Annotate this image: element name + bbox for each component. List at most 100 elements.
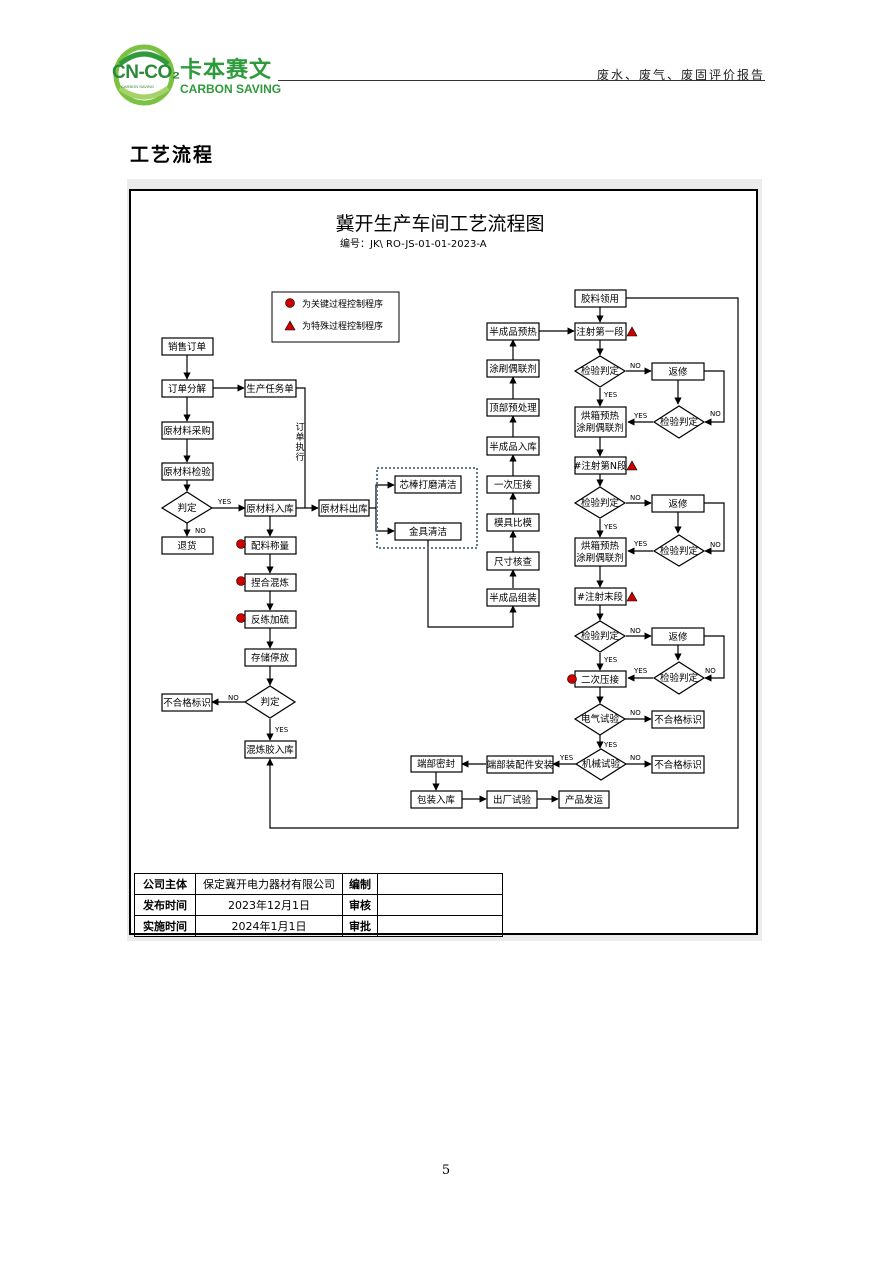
special-process-icon — [626, 460, 638, 471]
flowchart-frame — [129, 189, 758, 935]
node-mix: 捏合混炼 — [251, 577, 290, 589]
company-logo — [112, 44, 282, 106]
table-row: 公司主体 保定冀开电力器材有限公司 编制 — [134, 873, 503, 895]
review-key: 审核 — [342, 894, 378, 916]
node-check-3: 检验判定 — [581, 630, 620, 642]
impl-key: 实施时间 — [134, 915, 196, 937]
no-label: NO — [705, 667, 716, 675]
logo-sub-text: CARBON SAVING — [121, 84, 155, 89]
legend-key-text: 为关键过程控制程序 — [302, 298, 383, 310]
yes-label: YES — [217, 498, 232, 506]
node-factory-test: 出厂试验 — [493, 794, 532, 806]
node-raw-inspect: 原材料检验 — [163, 466, 211, 478]
section-title: 工艺流程 — [130, 144, 215, 166]
node-raw-purchase: 原材料采购 — [163, 425, 211, 437]
node-check-2b: 检验判定 — [660, 545, 699, 557]
no-label: NO — [710, 410, 721, 418]
process-boxes — [161, 289, 705, 809]
chart-code: 编号：JK\ RO-JS-01-01-2023-A — [340, 237, 487, 250]
node-semi-in: 半成品入库 — [489, 441, 537, 453]
review-value — [377, 894, 503, 916]
no-label: NO — [630, 627, 641, 635]
node-pack: 包装入库 — [417, 794, 456, 806]
no-label: NO — [630, 754, 641, 762]
node-oven-1-line2: 涂刷偶联剂 — [576, 422, 624, 434]
node-order-split: 订单分解 — [168, 383, 207, 395]
node-semi-assy: 半成品组装 — [489, 592, 537, 604]
document-info-table: 公司主体 保定冀开电力器材有限公司 编制 发布时间 2023年12月1日 审核 … — [134, 873, 503, 937]
legend-special-text: 为特殊过程控制程序 — [302, 320, 383, 332]
node-inject-end: #注射末段 — [577, 591, 623, 603]
special-process-icon — [626, 326, 638, 337]
node-press-2: 二次压接 — [581, 674, 620, 686]
node-mixed-in: 混炼胶入库 — [246, 744, 294, 756]
no-label: NO — [630, 362, 641, 370]
chart-title: 冀开生产车间工艺流程图 — [335, 213, 544, 235]
key-process-icon — [236, 613, 246, 623]
key-process-icon — [567, 674, 577, 684]
table-row: 实施时间 2024年1月1日 审批 — [134, 915, 503, 937]
yes-label: YES — [633, 540, 648, 548]
node-check-1: 检验判定 — [581, 365, 620, 377]
decision-diamonds — [160, 355, 706, 781]
key-process-icon — [236, 539, 246, 549]
branch-labels: YES NO NO YES NO YES NO YES NO YES NO YE… — [195, 362, 721, 762]
issue-key: 发布时间 — [134, 894, 196, 916]
company-value: 保定冀开电力器材有限公司 — [195, 873, 343, 895]
node-sales-order: 销售订单 — [168, 341, 207, 353]
node-reject-1: 不合格标识 — [163, 697, 211, 709]
special-process-icon — [284, 320, 296, 331]
company-key: 公司主体 — [134, 873, 196, 895]
node-size-check: 尺寸核查 — [494, 556, 533, 568]
yes-label: YES — [559, 754, 574, 762]
node-check-2: 检验判定 — [581, 497, 620, 509]
node-inject-n: #注射第N段 — [573, 460, 627, 472]
node-oven-2: 烘箱预热涂刷偶联剂 — [576, 540, 624, 564]
special-process-icon — [626, 591, 638, 602]
no-label: NO — [710, 541, 721, 549]
logo-leaf-icon — [113, 44, 175, 106]
no-label: NO — [228, 694, 239, 702]
yes-label: YES — [274, 726, 289, 734]
no-label: NO — [195, 527, 206, 535]
node-metal-clean: 金具清洁 — [409, 526, 447, 538]
yes-label: YES — [633, 667, 648, 675]
node-reject-3: 不合格标识 — [654, 759, 702, 771]
logo-en-text: CARBON SAVING — [180, 82, 282, 96]
node-oven-2-line2: 涂刷偶联剂 — [576, 552, 624, 564]
node-core-clean: 芯棒打磨清洁 — [399, 479, 456, 491]
node-rubber-use: 胶料领用 — [581, 293, 619, 305]
report-type: 废水、废气、废固评价报告 — [596, 68, 765, 82]
key-process-icon — [285, 298, 295, 308]
node-coupling: 涂刷偶联剂 — [489, 363, 537, 375]
approve-value — [377, 915, 503, 937]
order-exec-char: 行 — [295, 451, 304, 463]
connectors — [183, 297, 739, 829]
table-row: 发布时间 2023年12月1日 审核 — [134, 894, 503, 916]
node-elec-test: 电气试验 — [581, 713, 620, 725]
key-process-icon — [236, 576, 246, 586]
node-repair-3: 返修 — [668, 631, 688, 643]
node-seal: 端部密封 — [417, 758, 456, 770]
node-check-3b: 检验判定 — [660, 672, 699, 684]
node-top-treat: 顶部预处理 — [489, 402, 537, 414]
node-mech-test: 机械试验 — [582, 758, 621, 770]
node-weigh: 配料称量 — [251, 540, 290, 552]
cleaning-group — [376, 467, 478, 549]
yes-label: YES — [603, 523, 618, 531]
no-label: NO — [630, 709, 641, 717]
node-ship: 产品发运 — [565, 794, 604, 806]
page-number: 5 — [441, 1163, 451, 1178]
node-raw-out: 原材料出库 — [320, 503, 368, 515]
node-oven-1: 烘箱预热涂刷偶联剂 — [576, 410, 624, 434]
control-markers — [236, 326, 638, 684]
header-rule — [278, 80, 765, 81]
order-exec-char: 单 — [295, 431, 304, 443]
node-oven-2-line1: 烘箱预热 — [581, 540, 620, 552]
node-press-1: 一次压接 — [494, 479, 533, 491]
logo-zh-text: 卡本赛文 — [180, 58, 273, 83]
node-refine: 反练加硫 — [251, 614, 290, 626]
issue-value: 2023年12月1日 — [195, 894, 343, 916]
